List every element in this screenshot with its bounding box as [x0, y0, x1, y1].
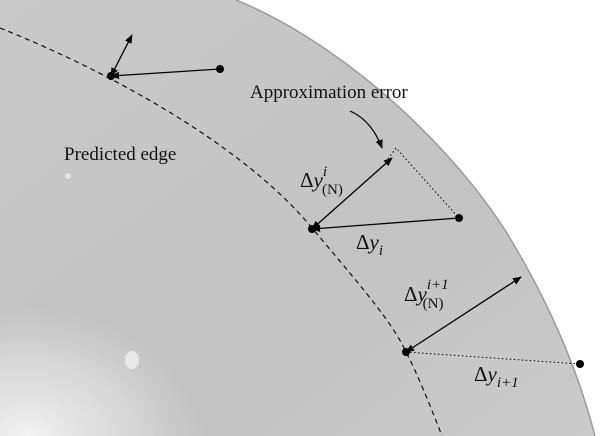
approximation-error-label: Approximation error [250, 82, 408, 103]
delta-y-i-label: Δyi [356, 230, 383, 259]
delta-y-i1-N-arrow [405, 276, 522, 353]
top-edge-point [216, 65, 224, 73]
delta-symbol: Δ [404, 282, 418, 306]
top-distance-arrow [110, 34, 133, 77]
surface-blob [125, 351, 139, 369]
delta-symbol: Δ [356, 230, 370, 254]
superscript: i+1 [427, 277, 449, 293]
subscript-text: (N) [423, 296, 444, 312]
top-predicted-point [107, 72, 115, 80]
approximation-error-dotted [387, 147, 460, 219]
y-symbol: y [416, 282, 428, 306]
delta-y-i-N-arrow [311, 157, 393, 230]
delta-y-i-N-label: Δyi (N) [300, 164, 343, 198]
edge-point-i1 [576, 360, 584, 368]
subscript: (N) [423, 296, 444, 312]
approximation-error-pointer [349, 110, 383, 149]
y-symbol: y [368, 230, 380, 254]
delta-y-i1-N-label: Δyi+1 (N) [404, 277, 449, 312]
subscript: i+1 [497, 375, 519, 391]
y-symbol: y [486, 362, 498, 386]
superscript: i [323, 164, 327, 180]
surface-speck [65, 173, 71, 179]
delta-y-i1-dotted [405, 351, 581, 365]
predicted-edge-label: Predicted edge [64, 144, 176, 165]
glare-region [0, 200, 330, 436]
subscript-text: (N) [322, 182, 343, 198]
predicted-edge-curve [0, 27, 443, 436]
delta-y-i1-label: Δyi+1 [474, 362, 519, 391]
subscript: i [379, 243, 383, 259]
object-edge [235, 0, 596, 436]
delta-symbol: Δ [474, 362, 488, 386]
edge-point-i [455, 214, 463, 222]
predicted-point-i [308, 225, 316, 233]
y-symbol: y [312, 168, 324, 192]
predicted-point-i1 [402, 348, 410, 356]
delta-symbol: Δ [300, 168, 314, 192]
subscript: (N) [322, 182, 343, 198]
